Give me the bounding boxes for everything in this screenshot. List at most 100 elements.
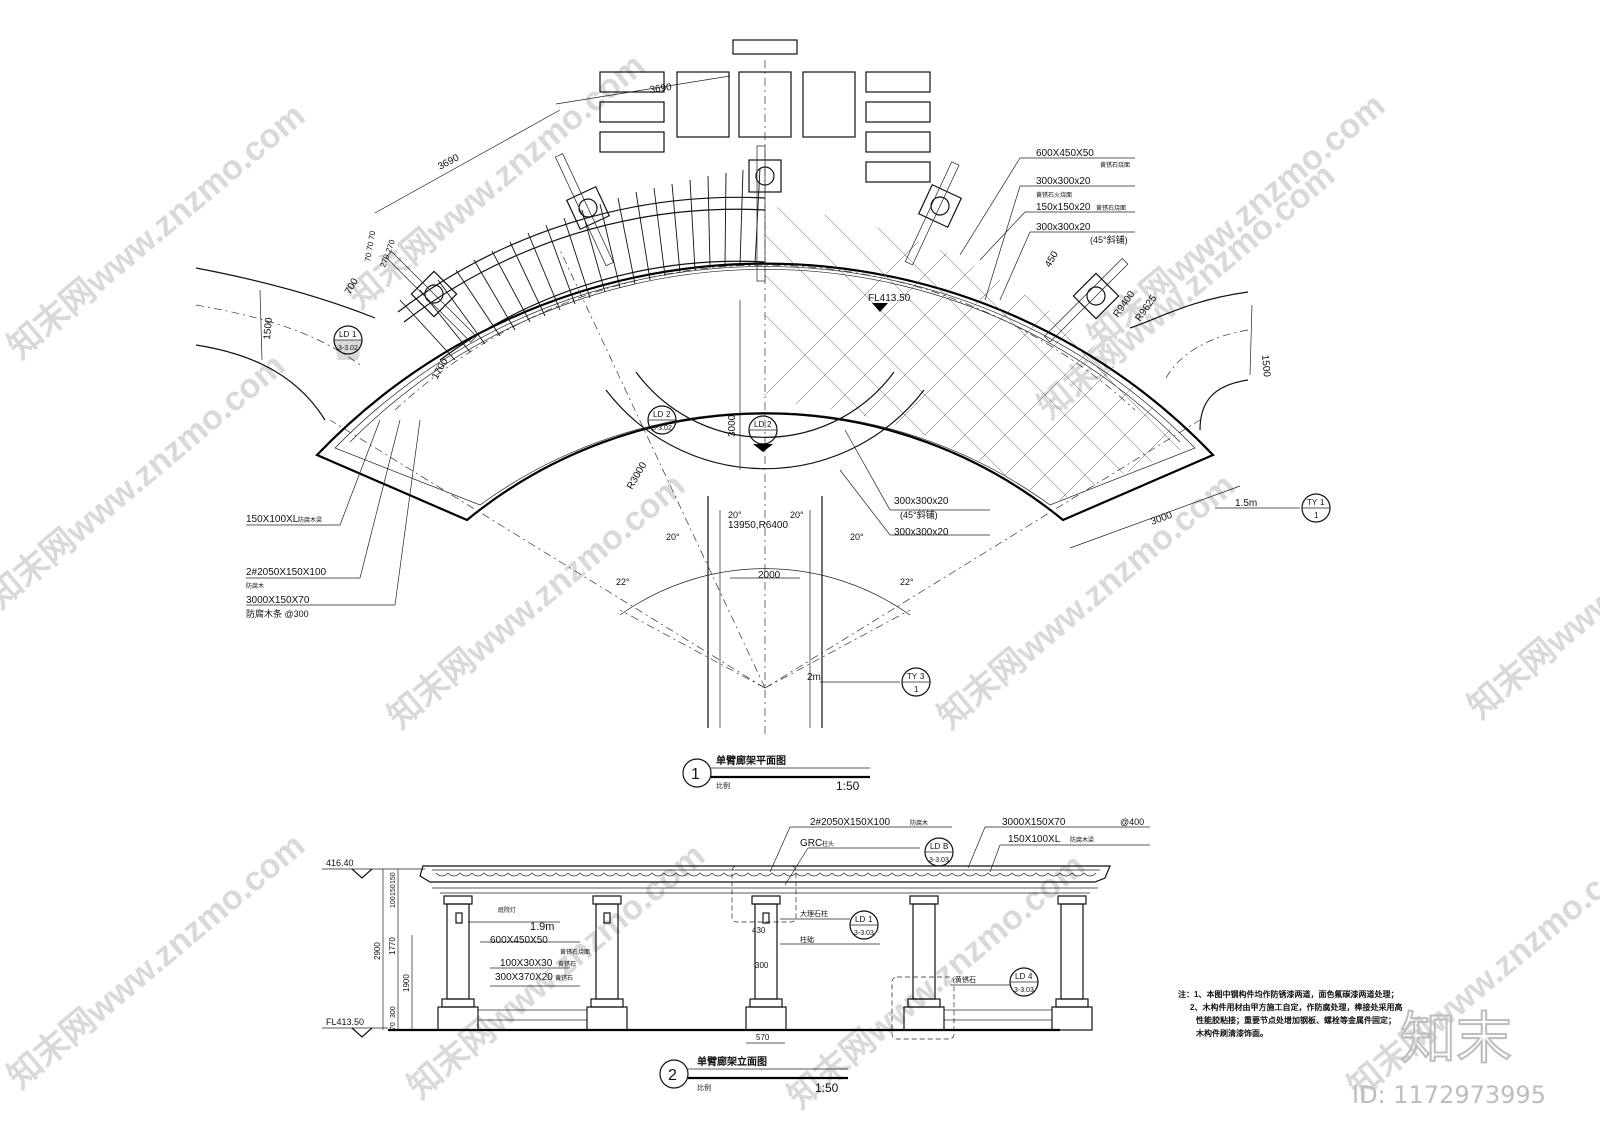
watermark-stamp: 知末网www.znzmo.com [781,846,1092,1116]
inner-plaza [605,60,925,735]
general-notes: 注：1、本图中钢构件均作防锈漆两道，面色氟碳漆两道处理； 2、木构件用材由甲方施… [1178,989,1402,1038]
elev-label-sub: 黄锈石 [555,974,573,982]
section-tag-ty1: TY 1 1 [1301,493,1331,523]
brand-id: ID: 1172973995 [1352,1081,1546,1109]
dim-h2900: 2900 [373,942,382,960]
brand-watermark: 知末 ID: 1172973995 [1352,1006,1546,1109]
elev-leaders [468,826,1150,987]
plan-label: 600X450X50 [1036,148,1094,159]
elevation-view: 416.40 FL413.50 2900 1770 1900 150 150 1… [322,817,1150,1095]
plan-label-sub: 黄锈石火烧面 [1036,191,1072,199]
section-tag-ld2b: LD 2 [748,415,778,452]
elev-column [437,895,479,1031]
plan-scale-label: 比例 [716,781,730,790]
elev-label-sub: 防腐木 [910,819,928,827]
watermark-stamp: 知末网www.znzmo.com [1081,86,1392,356]
plan-leaders [246,157,1300,683]
tag-num: 2 [666,410,671,419]
dim-3690a: 3690 [436,152,461,172]
elev-column [586,895,628,1031]
elev-label-sub: 黄锈石 [558,960,576,968]
watermark-stamp: 知末网www.znzmo.com [1,826,312,1096]
plan-label-sub: 防腐木 [246,582,264,590]
tag-ref: 3-3.03 [854,930,874,937]
tag-ref: 3-3.02 [338,345,358,352]
dim-arc: 13950,R6400 [728,520,788,531]
note-line: 注：1、本图中钢构件均作防锈漆两道，面色氟碳漆两道处理； [1178,989,1398,1000]
elev-label-sub: @400 [1120,817,1144,827]
plan-label-sub: 防腐木梁 [298,516,322,524]
section-tag-ld2: LD 2 3-3.02 [647,405,677,435]
elev-level-bot: FL413.50 [326,1017,364,1027]
tag-num: 1 [868,915,873,924]
plan-title: 单臂廊架平面图 [716,754,786,767]
tag-top: LD [855,915,865,924]
plan-title-block: 1 单臂廊架平面图 比例 1:50 [682,754,870,793]
dim-h150: 150 [390,884,397,896]
note-line: 2、木构件用材由甲方施工自定，作防腐处理，榫接处采用高 [1190,1002,1402,1012]
dim-h100: 100 [390,896,397,908]
tag-top: TY [1307,498,1318,507]
tag-num: 4 [1028,972,1033,981]
dim-h70: 70 [390,1022,397,1030]
watermark-stamp: 知末网www.znzmo.com [341,46,652,316]
tag-num: 3 [920,672,925,681]
left-path [195,267,376,421]
watermark-stamps: 知末网www.znzmo.com 知末网www.znzmo.com 知末网www… [0,46,1600,1116]
elev-label: 600X450X50 [490,935,548,946]
dim-1500-left: 1500 [262,317,275,341]
elev-label-sub: 黄锈石烧面 [560,948,590,956]
plan-label-sub: (45°斜铺) [1090,234,1128,245]
tag-ref: 3-3.03 [929,857,949,864]
elev-columns [437,895,1093,1031]
plan-number: 1 [691,766,700,783]
tag-ref: 1 [1314,511,1319,520]
dim-angle: 20° [728,510,742,520]
plan-label-sub: 防腐木条 @300 [246,608,309,619]
elev-label: 柱础 [800,935,814,944]
tag-top: TY [907,672,918,681]
elev-title: 单臂廊架立面图 [697,1055,767,1068]
elev-label: GRC [800,838,822,849]
elev-label: 150X100XL [1008,834,1061,845]
elev-label-sub: 防腐木梁 [1070,836,1094,844]
plan-label-sub: (45°斜铺) [900,509,938,520]
plan-label: 300x300x20 [1036,222,1091,233]
note-line: 木构件刷清漆饰面。 [1195,1028,1268,1038]
dim-angle: 20° [790,510,804,520]
section-tag-ld4: LD 4 3-3.03 [1009,967,1039,997]
dim-3000b: 3000 [727,414,738,437]
tag-top: LD [754,420,764,429]
elev-scale-label: 比例 [697,1083,711,1092]
plan-scale: 1:50 [836,779,860,793]
plan-label: 1.5m [1235,498,1257,509]
elev-label: 1.9m [530,921,554,933]
plan-label: 300x300x20 [894,527,949,538]
plan-label-sub: 黄锈石烧面 [1096,204,1126,212]
plan-label: 2m [807,672,821,683]
pergola-beam [419,865,1111,894]
plan-label: 300x300x20 [894,496,949,507]
dim-angle: 22° [616,577,630,587]
construction-lines [329,249,1201,689]
plan-column [385,251,477,343]
timber-slats [399,167,761,361]
section-tag-ldb: LD B 3-3.03 [924,837,954,867]
elev-label-sub: 柱头 [822,840,834,848]
right-path [1129,291,1249,431]
plan-column [1043,258,1129,343]
dim-angle: 20° [850,532,864,542]
elev-label: 3000X150X70 [1002,817,1066,828]
plan-view: 3690 3690 1500 1500 3000 3000 1700 700 4… [195,39,1331,793]
plan-label: 300x300x20 [1036,176,1091,187]
elev-number: 2 [668,1067,677,1084]
dim-h1900: 1900 [402,974,411,992]
tag-ref: 3-3.02 [652,425,672,432]
elev-label: 100X30X30 [500,958,553,969]
elev-column [1051,895,1093,1031]
tag-top: LD [930,842,940,851]
brand-logo: 知末 [1400,1007,1512,1072]
plan-level: FL413.50 [868,293,911,304]
plan-label: 150X100XL [246,514,299,525]
plan-dimensions [259,75,1253,579]
